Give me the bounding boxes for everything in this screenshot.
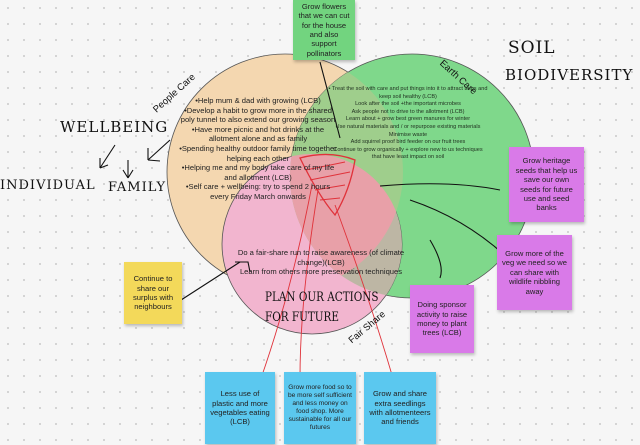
individual-handwriting: INDIVIDUAL <box>0 178 96 193</box>
red-arrows <box>254 161 393 396</box>
list-item: Continue to grow organically + explore n… <box>333 146 483 161</box>
list-item: Ask people not to drive to the allotment… <box>351 108 465 115</box>
sticky-note-surplus[interactable]: Continue to share our surplus with neigh… <box>124 262 182 324</box>
earth-care-list: • Treat the soil with care and put thing… <box>328 86 488 162</box>
sticky-note-seedlings[interactable]: Grow and share extra seedlings with allo… <box>364 372 436 444</box>
list-item: •Have more picnic and hot drinks at the … <box>191 124 325 144</box>
soil-handwriting: SOIL <box>508 38 556 58</box>
list-item: Use natural materials and / or repurpose… <box>335 123 481 130</box>
list-item: •Self care + wellbeing: try to spend 2 h… <box>185 182 331 201</box>
connector-lines <box>99 61 516 321</box>
fair-share-list: Do a fair-share run to raise awareness (… <box>236 248 406 277</box>
red-hatch-heart <box>299 153 356 217</box>
list-item: Learn from others more preservation tech… <box>239 267 403 277</box>
wellbeing-handwriting: WELLBEING <box>60 118 169 136</box>
sticky-note-plastic[interactable]: Less use of plastic and more vegetables … <box>205 372 275 444</box>
list-item: •Spending healthy outdoor family time to… <box>179 143 337 163</box>
sticky-note-veg[interactable]: Grow more of the veg we need so we can s… <box>497 235 572 310</box>
sticky-note-food[interactable]: Grow more food so to be more self suffic… <box>284 372 356 444</box>
people-care-list: •Help mum & dad with growing (LCB) •Deve… <box>178 96 338 202</box>
sticky-note-sponsor[interactable]: Doing sponsor activity to raise money to… <box>410 285 474 353</box>
list-item: Do a fair-share run to raise awareness (… <box>237 248 405 267</box>
sticky-note-flowers[interactable]: Grow flowers that we can cut for the hou… <box>293 0 355 60</box>
plan-actions-handwriting: PLAN OUR ACTIONS <box>265 290 379 305</box>
list-item: Learn about + grow best green manures fo… <box>345 116 471 123</box>
biodiversity-handwriting: BIODIVERSITY <box>505 66 634 84</box>
sticky-note-heritage[interactable]: Grow heritage seeds that help us save ou… <box>509 147 584 222</box>
for-future-handwriting: FOR FUTURE <box>265 310 339 325</box>
family-handwriting: FAMILY <box>108 180 167 195</box>
list-item: •Develop a habit to grow more in the sha… <box>180 105 336 125</box>
list-item: •Help mum & dad with growing (LCB) <box>195 96 321 105</box>
list-item: •Helping me and my body take care of my … <box>181 163 335 182</box>
list-item: Add squirrel proof bird feeder on our fr… <box>350 139 466 146</box>
list-item: Look after the soil +the important micro… <box>355 101 461 108</box>
list-item: • Treat the soil with care and put thing… <box>328 86 488 100</box>
list-item: Minimise waste <box>388 131 428 138</box>
